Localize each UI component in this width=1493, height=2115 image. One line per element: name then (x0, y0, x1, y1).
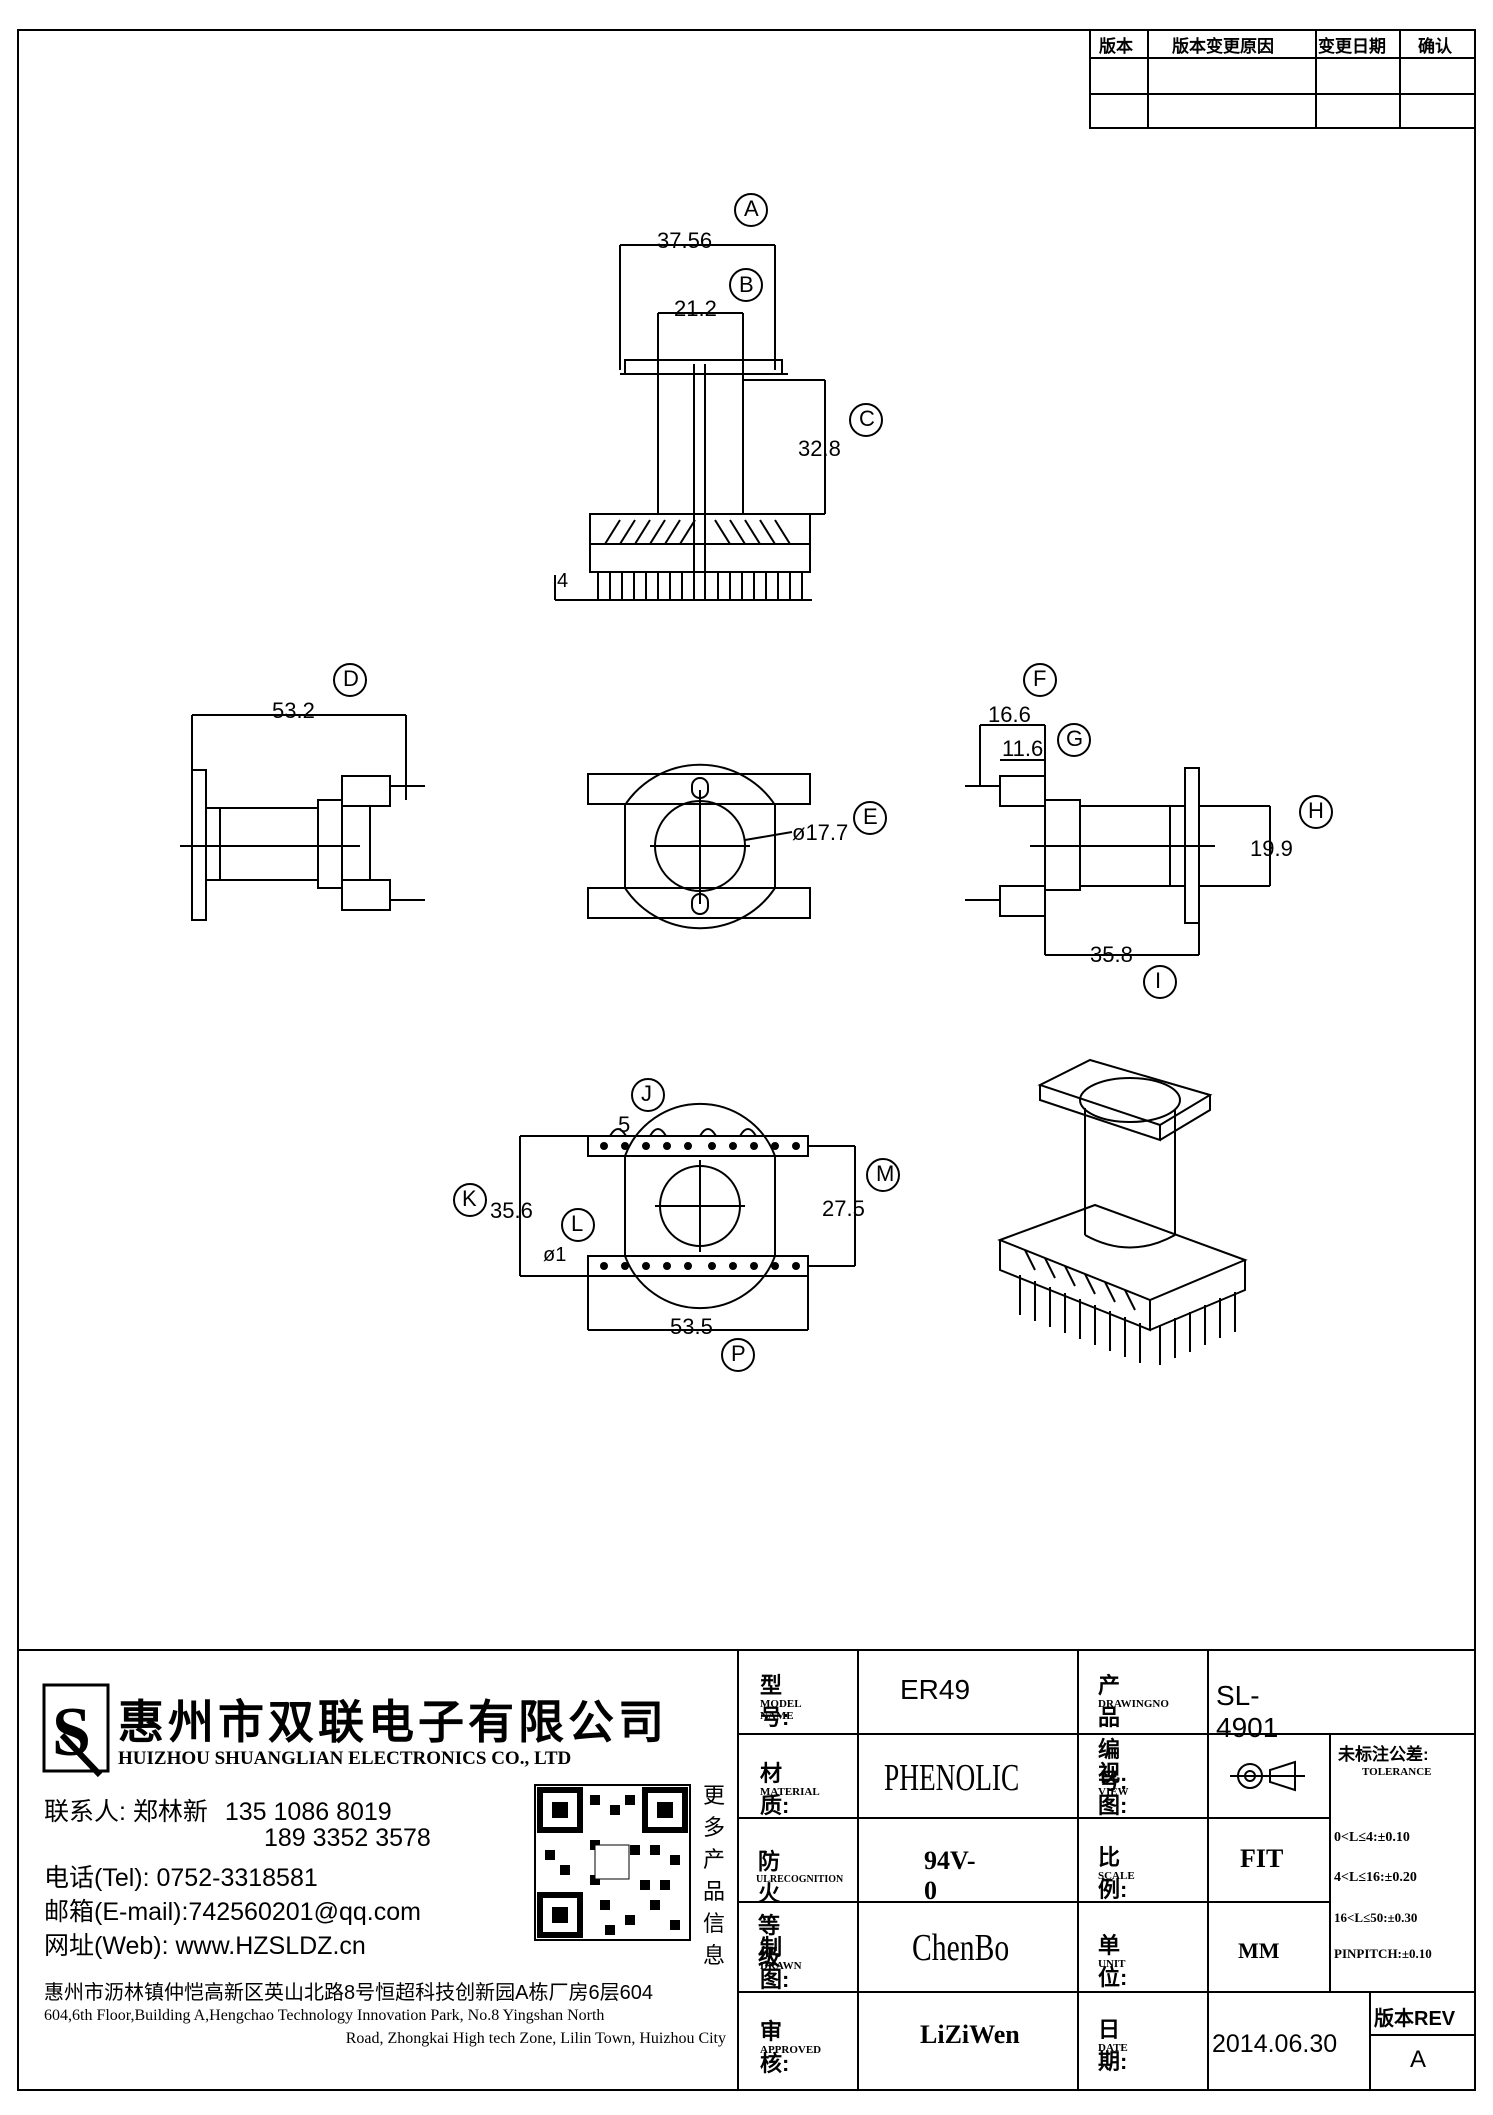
contact-label: 联系人: (44, 1798, 126, 1826)
drawn-value: ChenBo (912, 1927, 1010, 1969)
material-value: PHENOLIC (884, 1757, 1020, 1799)
qr-code (534, 1784, 691, 1941)
material-label: 材质: (760, 1761, 790, 1818)
rev-value: A (1410, 2046, 1427, 2073)
date-label: 日期: (1098, 2017, 1128, 2074)
dim-label-a: A (744, 196, 759, 221)
dim-label-j: J (641, 1081, 652, 1106)
rev-label: 版本REV (1374, 2008, 1456, 2030)
dim-label-m: M (876, 1161, 895, 1186)
dim-value-b: 21.2 (674, 296, 717, 321)
flame-value: 94V-0 (924, 1846, 976, 1905)
tolerance-line-2: 4<L≤16:±0.20 (1334, 1870, 1417, 1885)
left-side-view (180, 663, 425, 921)
company-name-en: HUIZHOU SHUANGLIAN ELECTRONICS CO., LTD (118, 1748, 572, 1769)
scale-label: 比例: (1098, 1845, 1128, 1902)
model-value: ER49 (900, 1674, 971, 1705)
contact-phone-2: 189 3352 3578 (264, 1824, 431, 1852)
dim-value-m: 27.5 (822, 1196, 865, 1221)
contact-email: 邮箱(E-mail):742560201@qq.com (44, 1898, 421, 1926)
dim-label-d: D (343, 666, 359, 691)
dim-value-l: ø1 (543, 1244, 567, 1266)
dim-value-d: 53.2 (272, 698, 315, 723)
tolerance-label: 未标注公差: (1338, 1745, 1429, 1764)
company-name-cn: 惠州市双联电子有限公司 (118, 1697, 668, 1748)
dim-label-e: E (863, 804, 878, 829)
drawingno-label: 产品编号: (1098, 1673, 1128, 1794)
view-label-en: VIEW (1098, 1786, 1129, 1798)
tolerance-line-1: 0<L≤4:±0.10 (1334, 1830, 1410, 1845)
isometric-view (997, 1058, 1248, 1365)
approved-label: 审核: (760, 2019, 790, 2076)
flame-label: 防火等级 (758, 1849, 781, 1970)
contact-web: 网址(Web): www.HZSLDZ.cn (44, 1932, 366, 1960)
approved-value: LiZiWen (920, 2020, 1020, 2049)
drawingno-label-en: DRAWINGNO (1098, 1698, 1169, 1710)
view-label: 视图: (1098, 1761, 1128, 1818)
rev-header-version: 版本 (1099, 36, 1133, 56)
rev-header-confirm: 确认 (1418, 36, 1453, 56)
title-block (18, 1649, 1475, 2090)
dim-value-g: 11.6 (1002, 736, 1044, 761)
drawn-label-en: DRAWN (760, 1960, 802, 1972)
sheet-border (17, 29, 1476, 2091)
flame-label-en: ULRECOGNITION (756, 1874, 844, 1885)
address-en-line2: Road, Zhongkai High tech Zone, Lilin Tow… (345, 2030, 726, 2047)
approved-label-en: APPROVED (760, 2044, 822, 2056)
tolerance-label-en: TOLERANCE (1362, 1766, 1432, 1778)
unit-label: 单位: (1098, 1933, 1128, 1990)
front-elevation-view (554, 193, 883, 601)
drawn-label: 制图: (760, 1935, 790, 1992)
address-cn: 惠州市沥林镇仲恺高新区英山北路8号恒超科技创新园A栋厂房6层604 (44, 1982, 653, 2004)
tolerance-line-3: 16<L≤50:±0.30 (1334, 1910, 1418, 1925)
rev-header-reason: 版本变更原因 (1172, 36, 1274, 56)
model-label-en: MODEL NAME (760, 1698, 801, 1722)
company-block: 惠州市双联电子有限公司 HUIZHOU SHUANGLIAN ELECTRONI… (20, 1652, 736, 2088)
dim-label-h: H (1308, 798, 1324, 823)
date-value: 2014.06.30 (1212, 2030, 1338, 2058)
right-side-view (965, 663, 1333, 999)
dim-value-i: 35.8 (1090, 942, 1133, 967)
tolerance-line-4: PINPITCH:±0.10 (1334, 1946, 1432, 1961)
contact-tel: 电话(Tel): 0752-3318581 (44, 1864, 318, 1892)
dim-value-c: 32.8 (798, 436, 841, 461)
bottom-view (587, 763, 887, 930)
scale-value: FIT (1240, 1844, 1284, 1873)
dim-value-a: 37.56 (657, 228, 713, 253)
date-label-en: DATE (1098, 2042, 1128, 2054)
dim-label-p: P (731, 1341, 746, 1366)
pin-layout-view (453, 1078, 900, 1372)
contact-phone-1: 135 1086 8019 (224, 1798, 392, 1826)
dim-value-f: 16.6 (988, 702, 1031, 727)
company-logo: S (42, 1683, 110, 1778)
dim-value-p: 53.5 (670, 1314, 713, 1339)
dim-label-k: K (462, 1186, 477, 1211)
dim-value-j: 5 (618, 1112, 631, 1137)
address-en-line1: 604,6th Floor,Building A,Hengchao Techno… (44, 2007, 605, 2024)
dim-value-pin-length: 4 (557, 570, 569, 592)
projection-symbol (1230, 1760, 1305, 1792)
dim-value-h: 19.9 (1250, 836, 1293, 861)
unit-value: MM (1238, 1938, 1280, 1963)
dim-label-f: F (1033, 666, 1047, 691)
contact-name: 郑林新 (132, 1798, 208, 1826)
scale-label-en: SCALE (1098, 1870, 1135, 1882)
dim-label-b: B (739, 272, 754, 297)
qr-caption: 更多产品信息 (703, 1783, 726, 1968)
dim-value-k: 35.6 (490, 1198, 533, 1223)
dim-label-i: I (1155, 968, 1162, 993)
drawingno-value: SL-4901 (1216, 1680, 1279, 1743)
dim-label-g: G (1066, 726, 1084, 751)
material-label-en: MATERIAL (760, 1786, 820, 1798)
dim-label-c: C (859, 406, 875, 431)
model-label: 型号: (760, 1673, 790, 1730)
rev-header-date: 变更日期 (1318, 36, 1386, 56)
dim-label-l: L (571, 1211, 584, 1236)
unit-label-en: UNIT (1098, 1958, 1126, 1970)
dim-value-e: ø17.7 (792, 820, 849, 845)
revision-table (1089, 29, 1476, 129)
